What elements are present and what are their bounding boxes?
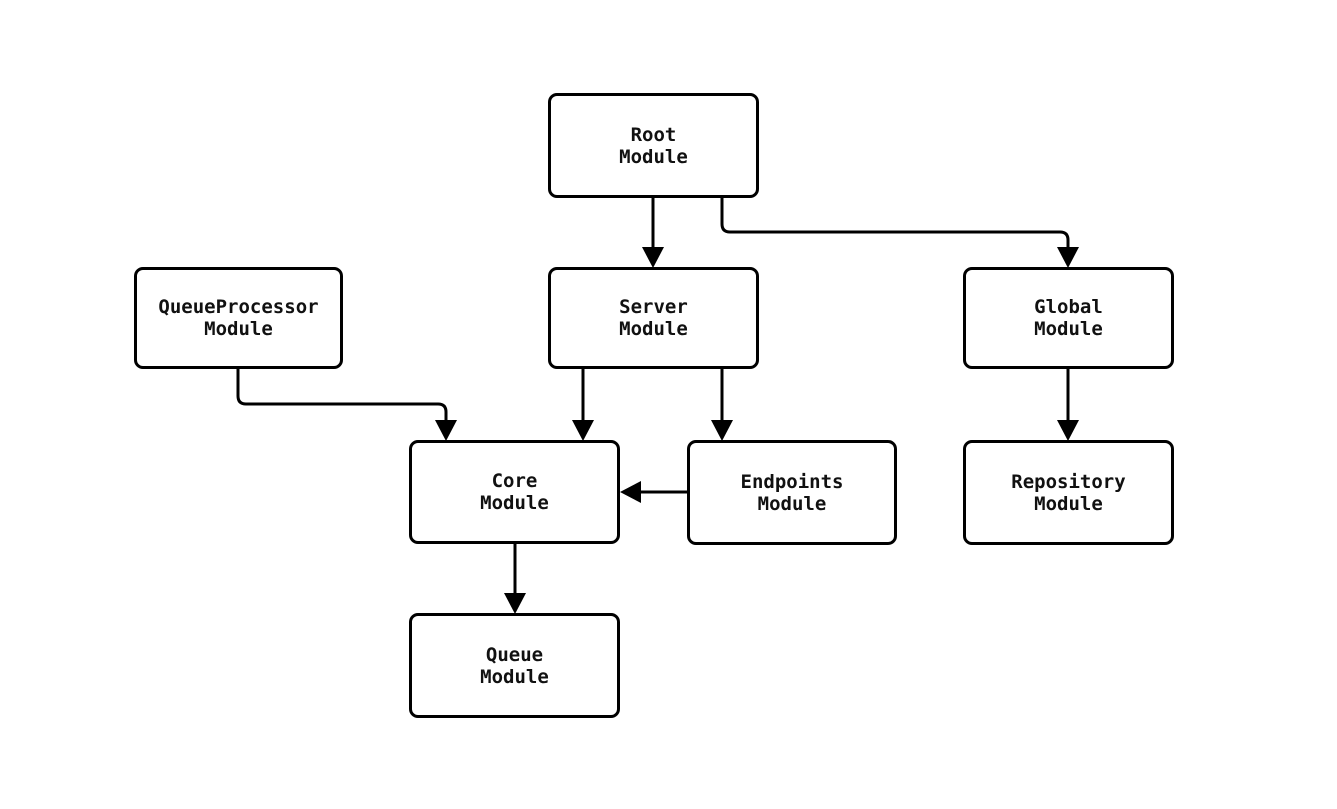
- node-global-label-line2: Module: [1034, 318, 1103, 340]
- node-server[interactable]: Server Module: [548, 267, 759, 369]
- node-repository-label-line2: Module: [1034, 492, 1103, 515]
- node-global-label-line1: Global: [1034, 296, 1103, 318]
- node-core[interactable]: Core Module: [409, 440, 620, 544]
- node-endpoints-label-line2: Module: [757, 492, 827, 515]
- node-root-label-line1: Root: [630, 123, 677, 146]
- node-queueprocessor-label-line1: QueueProcessor: [158, 296, 319, 318]
- node-global[interactable]: Global Module: [963, 267, 1174, 369]
- node-queue-label-line1: Queue: [485, 643, 544, 666]
- node-queueprocessor[interactable]: QueueProcessor Module: [134, 267, 343, 369]
- node-repository-label-line1: Repository: [1011, 470, 1126, 493]
- edge-root-to-server: [642, 198, 664, 268]
- node-repository[interactable]: Repository Module: [963, 440, 1174, 545]
- node-queue-label-line2: Module: [480, 665, 549, 688]
- node-core-label-line2: Module: [480, 492, 549, 514]
- node-endpoints[interactable]: Endpoints Module: [687, 440, 897, 545]
- edge-root-to-global: [720, 198, 1079, 268]
- edge-endpoints-to-core: [620, 481, 688, 503]
- node-queueprocessor-label-line2: Module: [204, 318, 273, 340]
- node-server-label-line1: Server: [619, 296, 688, 318]
- node-endpoints-label-line1: Endpoints: [740, 470, 844, 493]
- node-queue[interactable]: Queue Module: [409, 613, 620, 718]
- node-core-label-line1: Core: [491, 470, 538, 492]
- edge-core-to-queue: [504, 544, 526, 614]
- edge-server-to-endpoints: [711, 369, 733, 441]
- node-server-label-line2: Module: [619, 318, 688, 340]
- edge-global-to-repository: [1057, 369, 1079, 441]
- edge-server-to-core: [572, 369, 594, 441]
- node-root-label-line2: Module: [619, 145, 688, 168]
- node-root[interactable]: Root Module: [548, 93, 759, 198]
- edge-queueprocessor-to-core: [236, 369, 457, 441]
